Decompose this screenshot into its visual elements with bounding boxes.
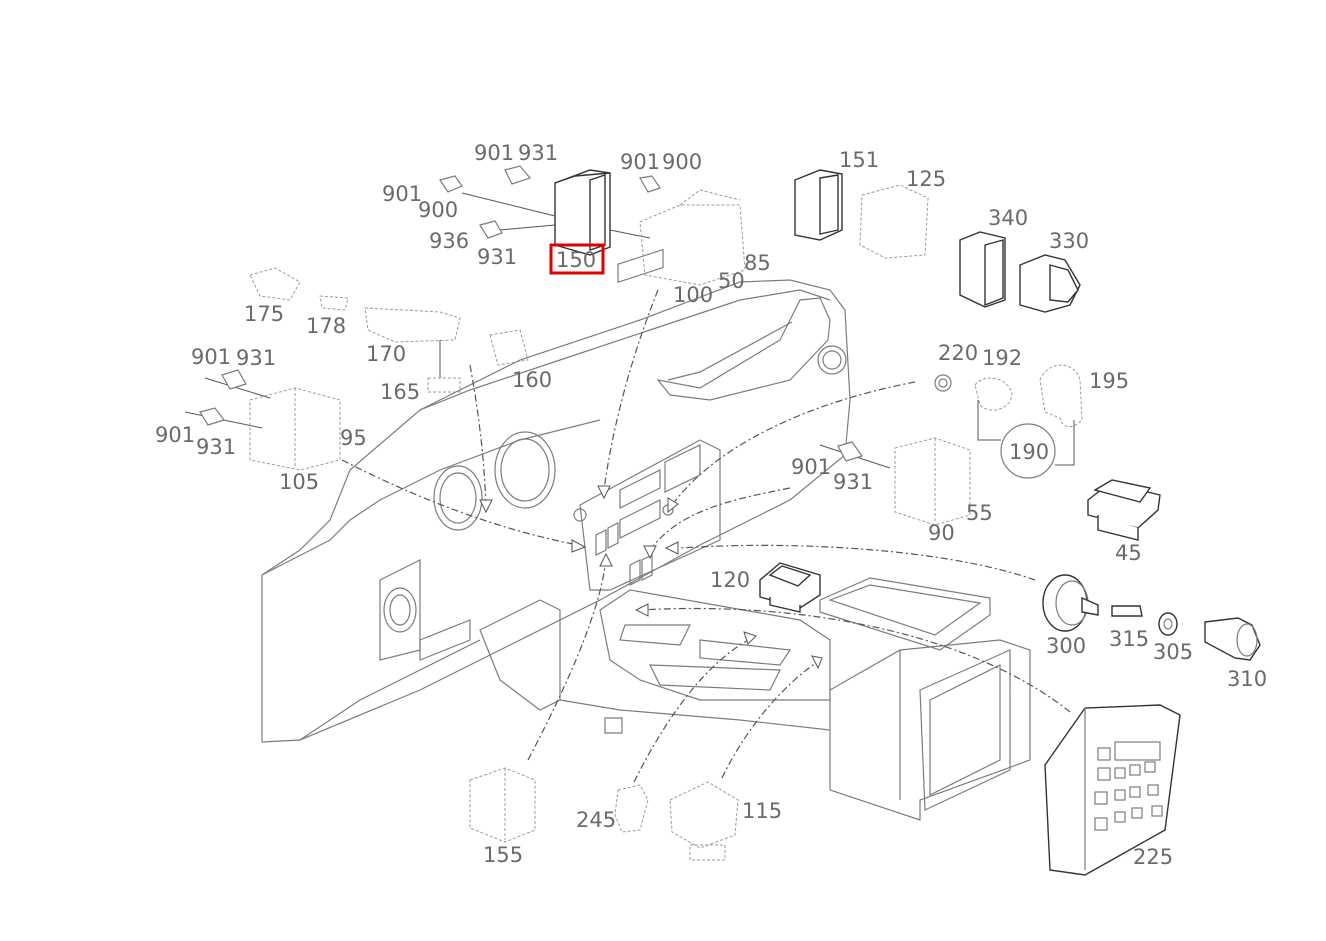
callout-50[interactable]: 50 — [718, 269, 745, 293]
callout-931[interactable]: 931 — [477, 245, 517, 269]
callout-labels: 150 901 931 901 900 936 931 901 900 100 … — [155, 141, 1267, 869]
callout-125[interactable]: 125 — [906, 167, 946, 191]
callout-315[interactable]: 315 — [1109, 627, 1149, 651]
callout-190[interactable]: 190 — [1009, 440, 1049, 464]
callout-170[interactable]: 170 — [366, 342, 406, 366]
callout-901[interactable]: 901 — [620, 150, 660, 174]
callout-931[interactable]: 931 — [196, 435, 236, 459]
callout-245[interactable]: 245 — [576, 808, 616, 832]
callout-901[interactable]: 901 — [474, 141, 514, 165]
callout-115[interactable]: 115 — [742, 799, 782, 823]
callout-931[interactable]: 931 — [236, 346, 276, 370]
component-120 — [759, 562, 821, 613]
callout-901[interactable]: 901 — [791, 455, 831, 479]
callout-55[interactable]: 55 — [966, 501, 993, 525]
callout-900[interactable]: 900 — [418, 198, 458, 222]
callout-900[interactable]: 900 — [662, 150, 702, 174]
callout-300[interactable]: 300 — [1046, 634, 1086, 658]
callout-105[interactable]: 105 — [279, 470, 319, 494]
callout-90[interactable]: 90 — [928, 521, 955, 545]
callout-220[interactable]: 220 — [938, 341, 978, 365]
callout-195[interactable]: 195 — [1089, 369, 1129, 393]
callout-330[interactable]: 330 — [1049, 229, 1089, 253]
callout-175[interactable]: 175 — [244, 302, 284, 326]
callout-225[interactable]: 225 — [1133, 845, 1173, 869]
callout-160[interactable]: 160 — [512, 368, 552, 392]
component-155-245-115 — [469, 767, 739, 861]
component-225 — [1044, 704, 1181, 876]
dashboard-body — [261, 248, 1031, 821]
callout-165[interactable]: 165 — [380, 380, 420, 404]
component-340-330 — [959, 231, 1081, 313]
callout-155[interactable]: 155 — [483, 843, 523, 867]
callout-95[interactable]: 95 — [340, 426, 367, 450]
component-175-178-170-165-160 — [249, 267, 529, 393]
callout-100[interactable]: 100 — [673, 283, 713, 307]
callout-931[interactable]: 931 — [833, 470, 873, 494]
callout-901[interactable]: 901 — [191, 345, 231, 369]
component-90 — [819, 437, 971, 526]
callout-931[interactable]: 931 — [518, 141, 558, 165]
component-105 — [184, 369, 341, 471]
component-190-group — [934, 364, 1083, 479]
callout-85[interactable]: 85 — [744, 251, 771, 275]
callout-901[interactable]: 901 — [382, 182, 422, 206]
callout-45[interactable]: 45 — [1115, 541, 1142, 565]
callout-178[interactable]: 178 — [306, 314, 346, 338]
assembly-arrows — [341, 289, 1071, 783]
callout-340[interactable]: 340 — [988, 206, 1028, 230]
callout-151[interactable]: 151 — [839, 148, 879, 172]
component-300-315-305-310 — [1042, 574, 1261, 661]
callout-901[interactable]: 901 — [155, 423, 195, 447]
callout-305[interactable]: 305 — [1153, 640, 1193, 664]
callout-120[interactable]: 120 — [710, 568, 750, 592]
callout-150[interactable]: 150 — [556, 248, 596, 272]
callout-192[interactable]: 192 — [982, 346, 1022, 370]
callout-310[interactable]: 310 — [1227, 667, 1267, 691]
component-45 — [1087, 479, 1161, 541]
component-151 — [794, 169, 929, 259]
callout-936[interactable]: 936 — [429, 229, 469, 253]
callout-150-highlight — [549, 243, 605, 275]
component-group-150 — [439, 165, 746, 286]
